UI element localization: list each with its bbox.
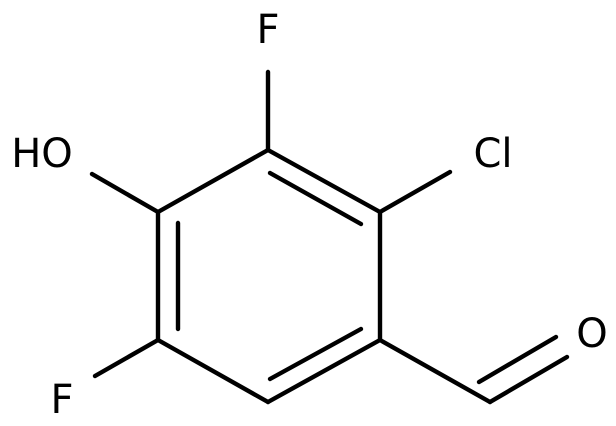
double-bond-inner-top-right xyxy=(267,170,364,227)
atom-labels: F HO Cl F O xyxy=(11,7,608,423)
atom-label-fluorine-bottom: F xyxy=(50,377,73,423)
bond-to-aldehyde-carbon xyxy=(377,337,493,405)
atom-label-hydroxyl: HO xyxy=(11,131,73,177)
atom-label-fluorine-top: F xyxy=(256,7,279,53)
double-bond-inner-bottom xyxy=(267,326,364,382)
bond-to-hydroxyl xyxy=(89,171,161,215)
bond-c3-c4 xyxy=(265,337,383,405)
bond-aldehyde-co-double xyxy=(476,334,559,385)
bond-c6-c1 xyxy=(155,147,271,215)
bond-c4-c5 xyxy=(155,337,271,405)
bond-c1-c2 xyxy=(265,147,383,215)
atom-label-chlorine: Cl xyxy=(473,131,512,177)
atom-label-aldehyde-oxygen: O xyxy=(576,311,607,357)
bond-to-fluorine-bottom xyxy=(92,337,161,379)
bond-aldehyde-co-single xyxy=(487,354,570,405)
benzene-ring xyxy=(155,147,383,405)
substituent-bonds xyxy=(89,69,570,405)
bond-to-chlorine xyxy=(377,169,453,215)
